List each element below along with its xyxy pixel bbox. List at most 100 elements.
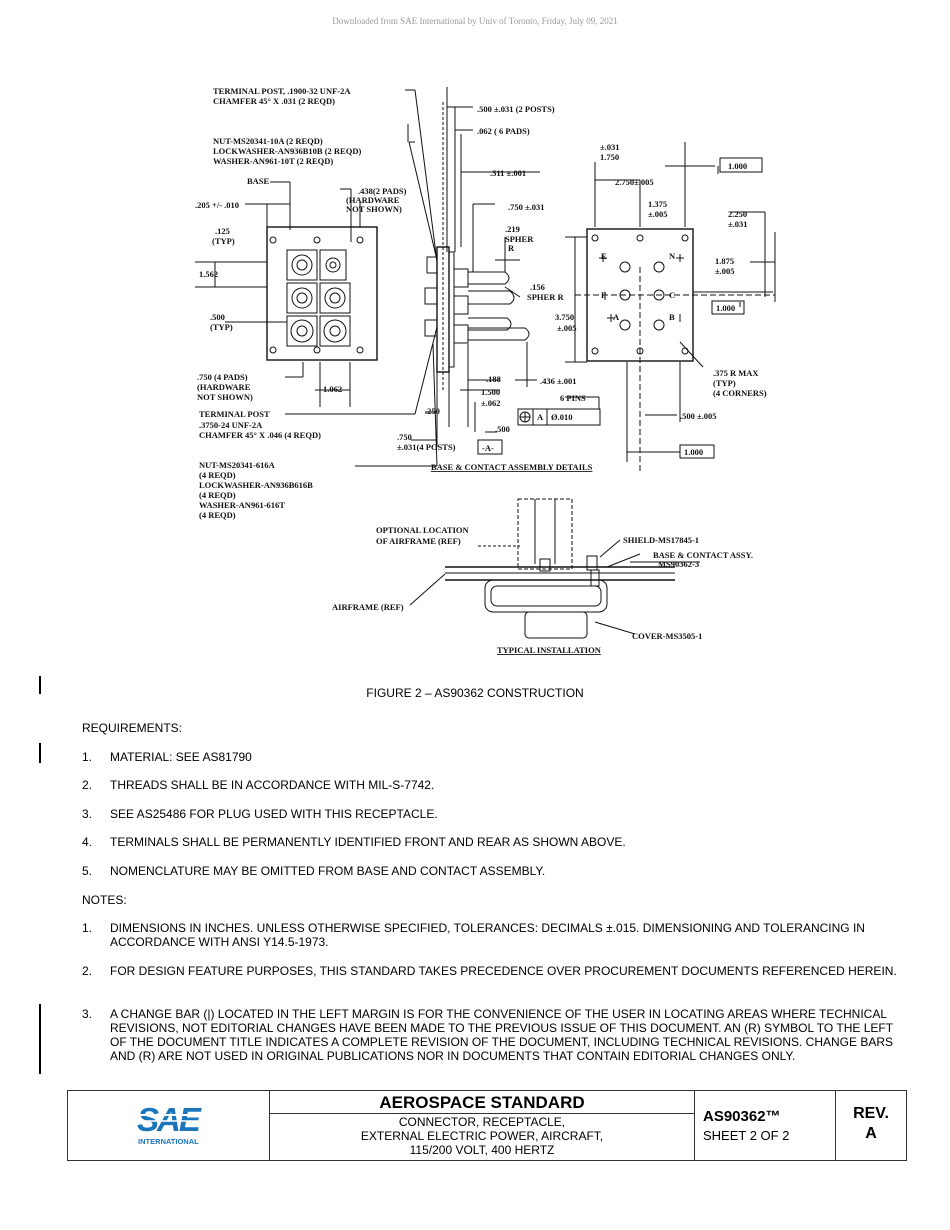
svg-text:MS90362-3: MS90362-3 (658, 559, 699, 569)
svg-text:.750 ±.031: .750 ±.031 (508, 202, 545, 212)
svg-text:1.875: 1.875 (715, 256, 734, 266)
requirement-item: 4.TERMINALS SHALL BE PERMANENTLY IDENTIF… (82, 835, 626, 849)
svg-text:BASE: BASE (247, 176, 270, 186)
svg-text:-A-: -A- (482, 443, 494, 453)
change-bar (39, 1004, 41, 1074)
box-1000-top (719, 157, 763, 173)
svg-text:C: C (669, 290, 675, 300)
svg-text:6 PINS: 6 PINS (560, 393, 586, 403)
svg-text:±.031: ±.031 (600, 142, 620, 152)
svg-text:1.375: 1.375 (648, 199, 667, 209)
sae-logo: SAE INTERNATIONAL (136, 1101, 204, 1146)
svg-text:SHIELD-MS17845-1: SHIELD-MS17845-1 (623, 535, 699, 545)
svg-text:(TYP): (TYP) (212, 236, 235, 246)
svg-text:LOCKWASHER-AN936B10B (2 REQD): LOCKWASHER-AN936B10B (2 REQD) (213, 146, 361, 156)
svg-text:(4 REQD): (4 REQD) (199, 490, 236, 500)
requirement-item: 5.NOMENCLATURE MAY BE OMITTED FROM BASE … (82, 864, 546, 878)
svg-text:.311 ±.001: .311 ±.001 (490, 168, 526, 178)
svg-text:1.000: 1.000 (716, 303, 735, 313)
svg-text:E: E (601, 251, 607, 261)
svg-text:2.750±.005: 2.750±.005 (615, 177, 654, 187)
label-terminal-post-top: TERMINAL POST, .1900-32 UNF-2A (213, 86, 351, 96)
pin-front (291, 254, 313, 276)
svg-text:(TYP): (TYP) (210, 322, 233, 332)
note-item: 3.A CHANGE BAR (|) LOCATED IN THE LEFT M… (82, 1007, 894, 1063)
revision-label: REV. (853, 1105, 889, 1122)
svg-text:LOCKWASHER-AN936B616B: LOCKWASHER-AN936B616B (199, 480, 313, 490)
svg-text:1.000: 1.000 (684, 447, 703, 457)
label-base-contact-details: BASE & CONTACT ASSEMBLY DETAILS (431, 462, 593, 472)
document-number: AS90362™ (703, 1108, 781, 1125)
svg-text:(TYP): (TYP) (713, 378, 736, 388)
svg-text:NOT SHOWN): NOT SHOWN) (346, 204, 402, 214)
base-front-view (266, 226, 378, 361)
svg-text:COVER-MS3505-1: COVER-MS3505-1 (632, 631, 702, 641)
svg-text:NUT-MS20341-10A (2 REQD): NUT-MS20341-10A (2 REQD) (213, 136, 323, 146)
svg-text:(4 REQD): (4 REQD) (199, 510, 236, 520)
svg-text:±.031(4 POSTS): ±.031(4 POSTS) (397, 442, 456, 452)
revision-value: A (865, 1125, 877, 1142)
svg-text:(4 REQD): (4 REQD) (199, 470, 236, 480)
svg-text:F: F (601, 290, 606, 300)
svg-text:(HARDWARE: (HARDWARE (346, 195, 400, 205)
svg-text:.500 ±.005: .500 ±.005 (680, 411, 717, 421)
svg-text:OF AIRFRAME (REF): OF AIRFRAME (REF) (376, 536, 461, 546)
change-bar (39, 743, 41, 763)
svg-text:.500: .500 (210, 312, 225, 322)
svg-text:B: B (669, 312, 675, 322)
svg-text:.375 R MAX: .375 R MAX (713, 368, 759, 378)
document-type: AEROSPACE STANDARD (270, 1091, 694, 1114)
svg-text:BASE & CONTACT ASSY.: BASE & CONTACT ASSY. (653, 550, 753, 560)
sheet-number: SHEET 2 OF 2 (703, 1128, 790, 1143)
svg-text:SAE: SAE (137, 1101, 202, 1138)
download-watermark: Downloaded from SAE International by Uni… (332, 16, 618, 26)
notes-heading: NOTES: (82, 893, 127, 907)
title-block: SAE INTERNATIONAL AEROSPACE STANDARD CON… (67, 1090, 907, 1161)
svg-text:.205 +/- .010: .205 +/- .010 (195, 200, 239, 210)
svg-text:.188: .188 (486, 374, 501, 384)
svg-text:.062 ( 6 PADS): .062 ( 6 PADS) (477, 126, 530, 136)
svg-text:.500: .500 (495, 424, 510, 434)
doc-number-cell: AS90362™ SHEET 2 OF 2 (695, 1091, 836, 1160)
svg-text:.219: .219 (505, 224, 520, 234)
requirement-item: 1.MATERIAL: SEE AS81790 (82, 750, 252, 764)
svg-text:.750 (4 PADS): .750 (4 PADS) (197, 372, 248, 382)
svg-text:CHAMFER 45° X .046 (4 REQD): CHAMFER 45° X .046 (4 REQD) (199, 430, 321, 440)
svg-text:.436 ±.001: .436 ±.001 (540, 376, 577, 386)
box-1000-mid (711, 300, 745, 315)
svg-text:NUT-MS20341-616A: NUT-MS20341-616A (199, 460, 276, 470)
svg-text:1.000: 1.000 (728, 161, 747, 171)
feature-control-frame (517, 408, 601, 426)
document-title: CONNECTOR, RECEPTACLE, EXTERNAL ELECTRIC… (360, 1115, 604, 1157)
svg-text:.750: .750 (397, 432, 412, 442)
svg-text:.3750-24 UNF-2A: .3750-24 UNF-2A (199, 420, 263, 430)
svg-text:.500 ±.031 (2 POSTS): .500 ±.031 (2 POSTS) (477, 104, 555, 114)
svg-text:CHAMFER 45° X .031 (2 REQD): CHAMFER 45° X .031 (2 REQD) (213, 96, 335, 106)
svg-text:±.062: ±.062 (481, 398, 501, 408)
svg-text:.125: .125 (215, 226, 230, 236)
svg-text:3.750: 3.750 (555, 312, 574, 322)
svg-text:1.500: 1.500 (481, 387, 500, 397)
logo-cell: SAE INTERNATIONAL (68, 1091, 270, 1160)
requirements-heading: REQUIREMENTS: (82, 721, 183, 735)
svg-text:R: R (508, 243, 515, 253)
svg-text:SPHER: SPHER (505, 234, 534, 244)
svg-text:±.005: ±.005 (557, 323, 577, 333)
figure-caption: FIGURE 2 – AS90362 CONSTRUCTION (366, 686, 584, 700)
svg-text:WASHER-AN961-10T (2 REQD): WASHER-AN961-10T (2 REQD) (213, 156, 333, 166)
requirement-item: 3.SEE AS25486 FOR PLUG USED WITH THIS RE… (82, 807, 438, 821)
construction-drawing: TERMINAL POST, .1900-32 UNF-2A CHAMFER 4… (195, 86, 776, 655)
svg-text:NOT SHOWN): NOT SHOWN) (197, 392, 253, 402)
svg-text:(HARDWARE: (HARDWARE (197, 382, 251, 392)
svg-text:INTERNATIONAL: INTERNATIONAL (138, 1137, 199, 1146)
label-typical-installation: TYPICAL INSTALLATION (497, 645, 602, 655)
svg-text:.156: .156 (530, 282, 545, 292)
svg-text:.438(2 PADS): .438(2 PADS) (358, 186, 407, 196)
svg-text:SPHER R: SPHER R (527, 292, 564, 302)
svg-text:TERMINAL POST: TERMINAL POST (199, 409, 270, 419)
svg-text:(4 CORNERS): (4 CORNERS) (713, 388, 767, 398)
datum-a-box (477, 439, 503, 455)
svg-text:A: A (537, 412, 544, 422)
svg-text:2.250: 2.250 (728, 209, 747, 219)
note-item: 1.DIMENSIONS IN INCHES. UNLESS OTHERWISE… (82, 921, 865, 949)
